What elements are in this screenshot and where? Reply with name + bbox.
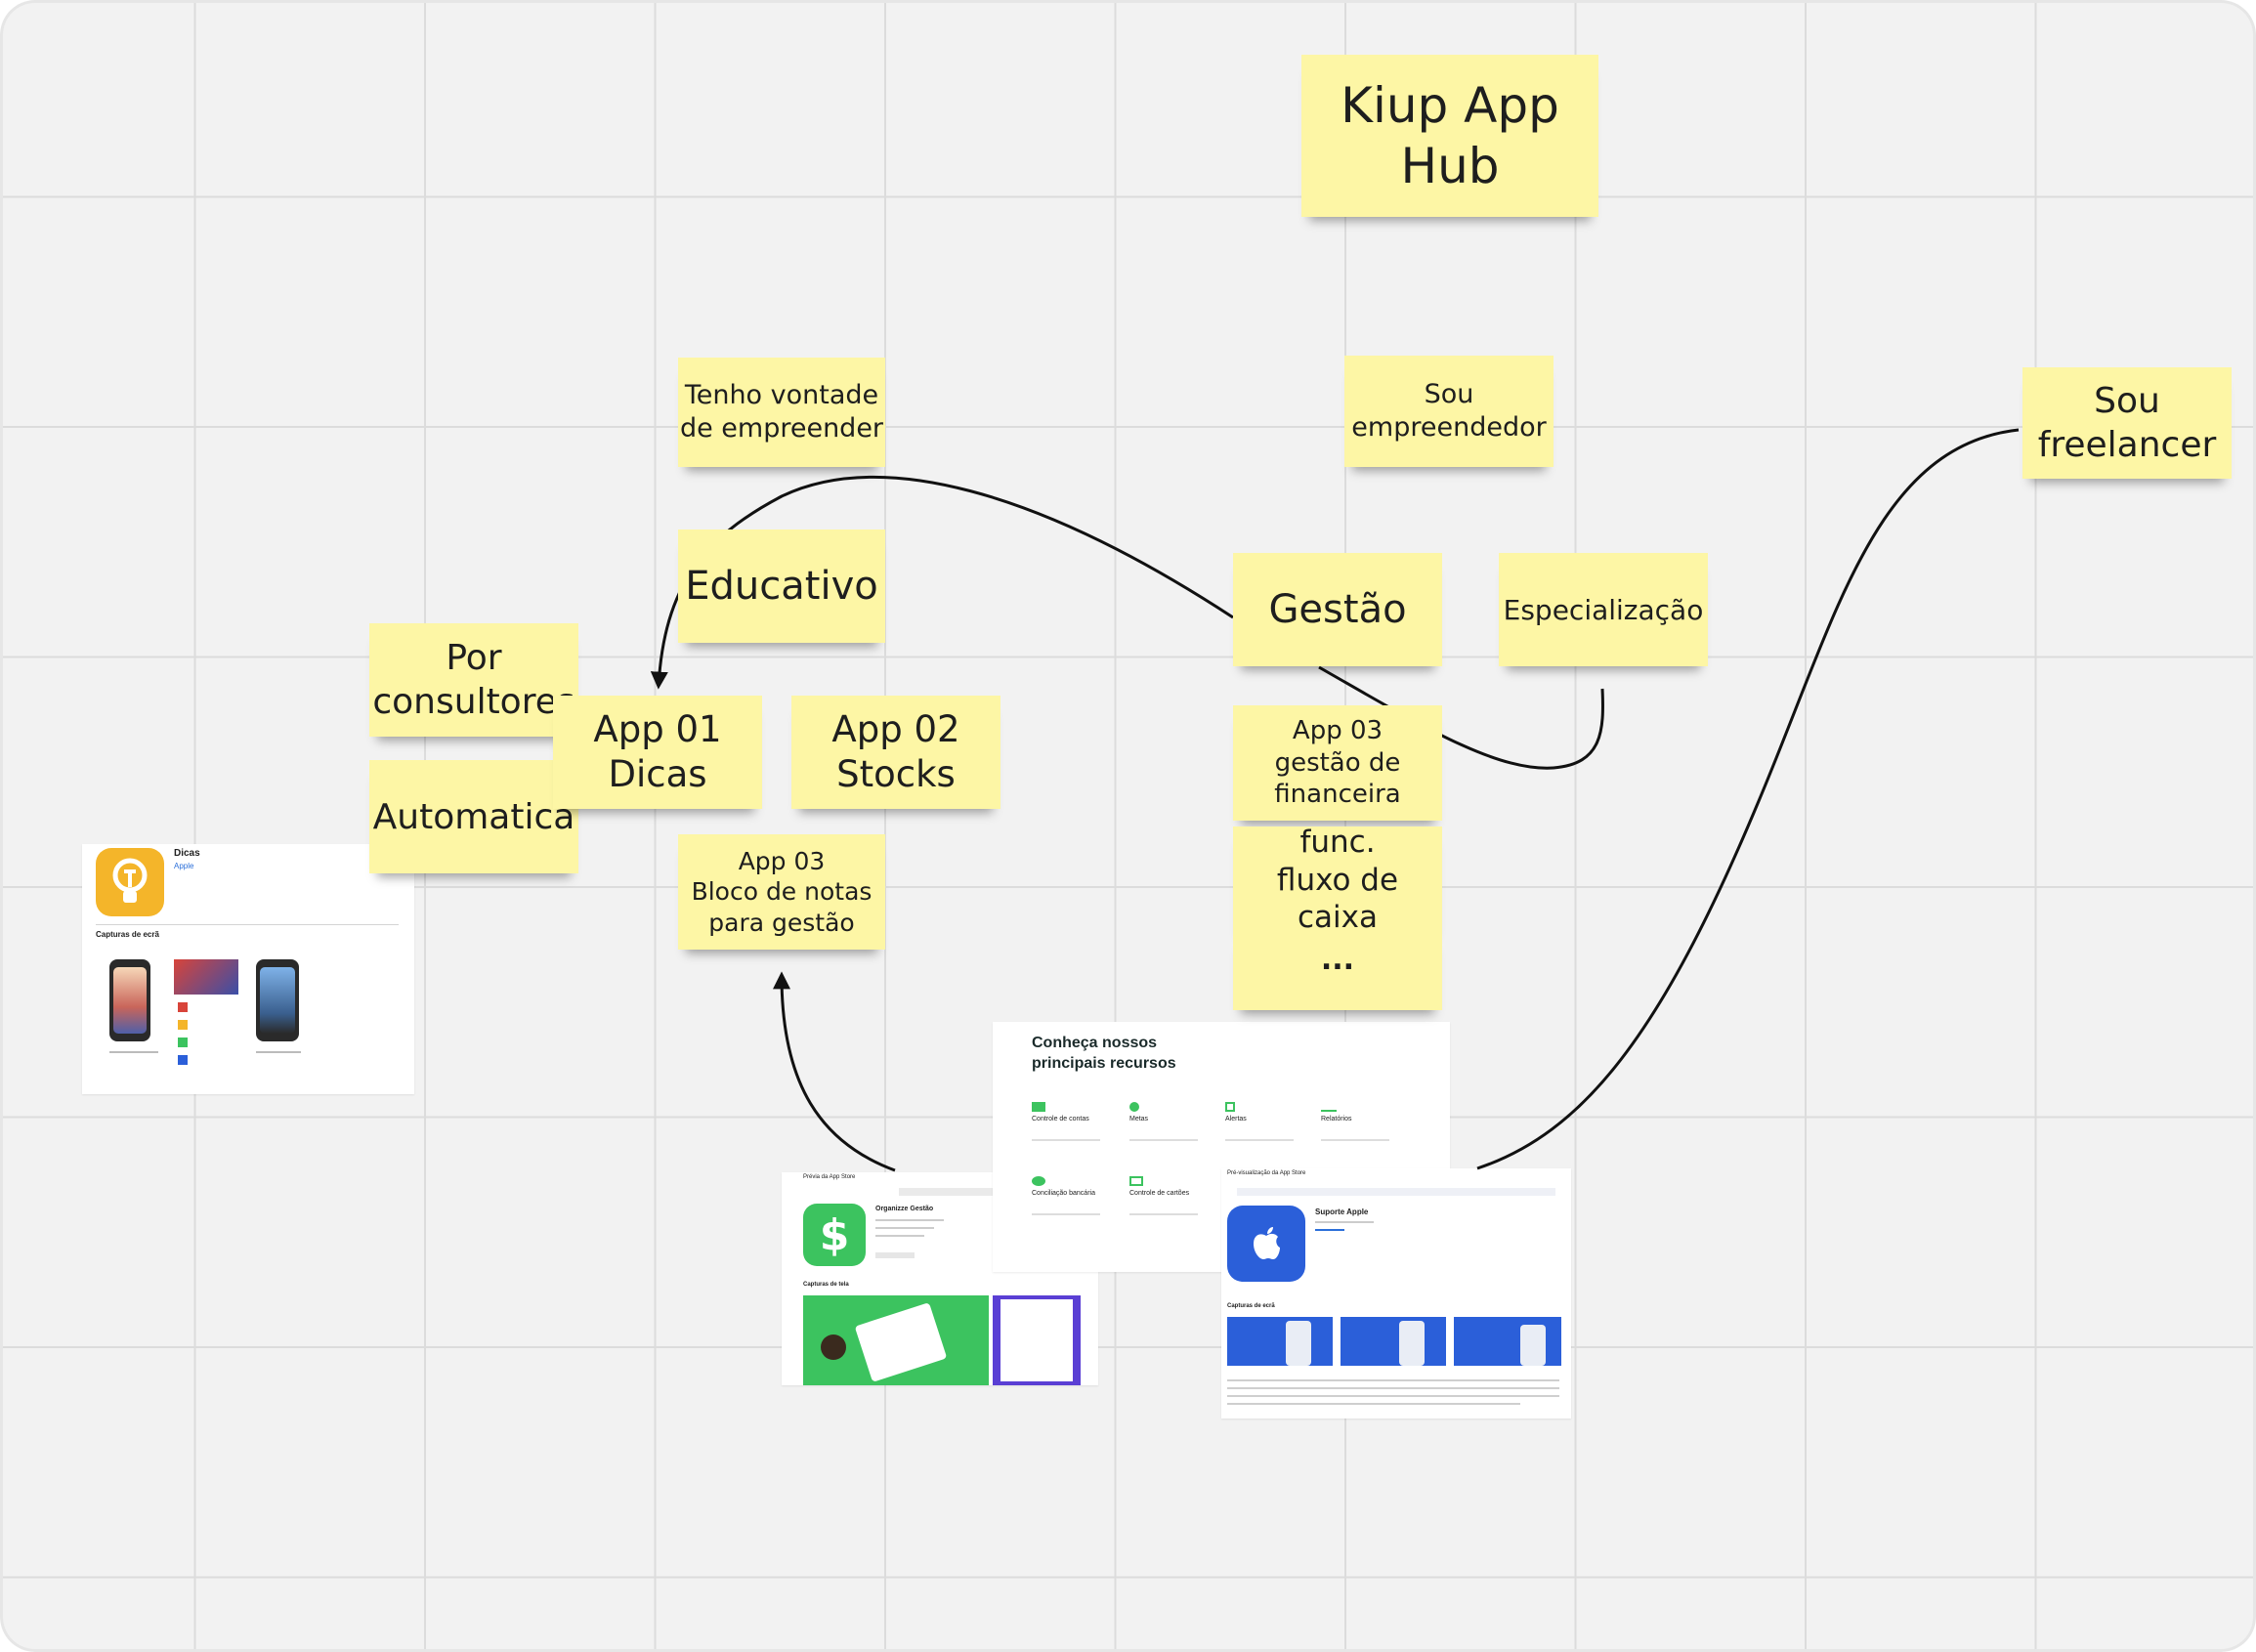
dicas-app-screenshot[interactable]: Dicas Apple Capturas de ecrã bbox=[82, 844, 414, 1094]
dicas-phone-3 bbox=[256, 959, 299, 1041]
feature-controle-contas: Controle de contas bbox=[1032, 1102, 1089, 1123]
feature-alertas: Alertas bbox=[1225, 1102, 1247, 1123]
organizze-store-label: Prévia da App Store bbox=[803, 1174, 856, 1180]
note-especializacao[interactable]: Especialização bbox=[1499, 553, 1708, 666]
note-app01-dicas[interactable]: App 01 Dicas bbox=[553, 696, 762, 809]
organizze-screen-1 bbox=[803, 1295, 989, 1385]
organizze-app-icon: $ bbox=[803, 1204, 866, 1266]
suporte-apple-icon bbox=[1227, 1206, 1305, 1282]
note-tenho-vontade[interactable]: Tenho vontade de empreender bbox=[678, 358, 885, 467]
note-sou-empreendedor[interactable]: Sou empreendedor bbox=[1344, 356, 1554, 467]
organizze-app-screenshot[interactable]: Prévia da App Store $ Organizze Gestão C… bbox=[782, 1172, 1098, 1385]
feature-metas: Metas bbox=[1129, 1102, 1148, 1123]
note-gestao[interactable]: Gestão bbox=[1233, 553, 1442, 666]
dicas-section-title: Capturas de ecrã bbox=[96, 930, 159, 939]
suporte-store-label: Pré-visualização da App Store bbox=[1227, 1170, 1306, 1176]
suporte-screen-1 bbox=[1227, 1317, 1333, 1366]
note-app02-stocks[interactable]: App 02 Stocks bbox=[791, 696, 1000, 809]
organizze-app-name: Organizze Gestão bbox=[875, 1206, 934, 1212]
dicas-app-icon bbox=[96, 848, 164, 916]
note-func-fluxo-de-caixa[interactable]: func. fluxo de caixa bbox=[1233, 825, 1442, 935]
dicas-app-name: Dicas bbox=[174, 848, 200, 859]
connector-organizze-to-bloco[interactable] bbox=[773, 971, 896, 1172]
note-ellipsis[interactable]: ... bbox=[1233, 932, 1442, 1010]
feature-relatorios: Relatórios bbox=[1321, 1102, 1352, 1123]
note-educativo[interactable]: Educativo bbox=[678, 529, 885, 643]
note-sou-freelancer[interactable]: Sou freelancer bbox=[2022, 367, 2232, 479]
note-kiup-app-hub[interactable]: Kiup App Hub bbox=[1301, 55, 1598, 217]
note-app03-gestao-financeira[interactable]: App 03 gestão de financeira bbox=[1233, 705, 1442, 821]
suporte-screen-3 bbox=[1454, 1317, 1561, 1366]
features-heading: Conheça nossos principais recursos bbox=[1032, 1035, 1176, 1072]
dicas-card-2 bbox=[174, 959, 238, 995]
connector-suporte-to-freelancer[interactable] bbox=[1476, 428, 2020, 1170]
feature-conciliacao: Conciliação bancária bbox=[1032, 1176, 1095, 1197]
suporte-screen-2 bbox=[1341, 1317, 1446, 1366]
dicas-phone-1 bbox=[109, 959, 150, 1041]
note-por-consultores[interactable]: Por consultores bbox=[369, 623, 578, 737]
dicas-developer: Apple bbox=[174, 862, 194, 870]
suporte-section-title: Capturas de ecrã bbox=[1227, 1303, 1275, 1309]
note-automatica[interactable]: Automatica bbox=[369, 760, 578, 873]
organizze-section-title: Capturas de tela bbox=[803, 1282, 849, 1288]
note-app03-bloco-de-notas[interactable]: App 03 Bloco de notas para gestão bbox=[678, 834, 885, 950]
organizze-screen-2 bbox=[993, 1295, 1081, 1385]
suporte-app-name: Suporte Apple bbox=[1315, 1207, 1369, 1216]
feature-controle-cartoes: Controle de cartões bbox=[1129, 1176, 1189, 1197]
suporte-apple-screenshot[interactable]: Pré-visualização da App Store Suporte Ap… bbox=[1221, 1168, 1571, 1419]
